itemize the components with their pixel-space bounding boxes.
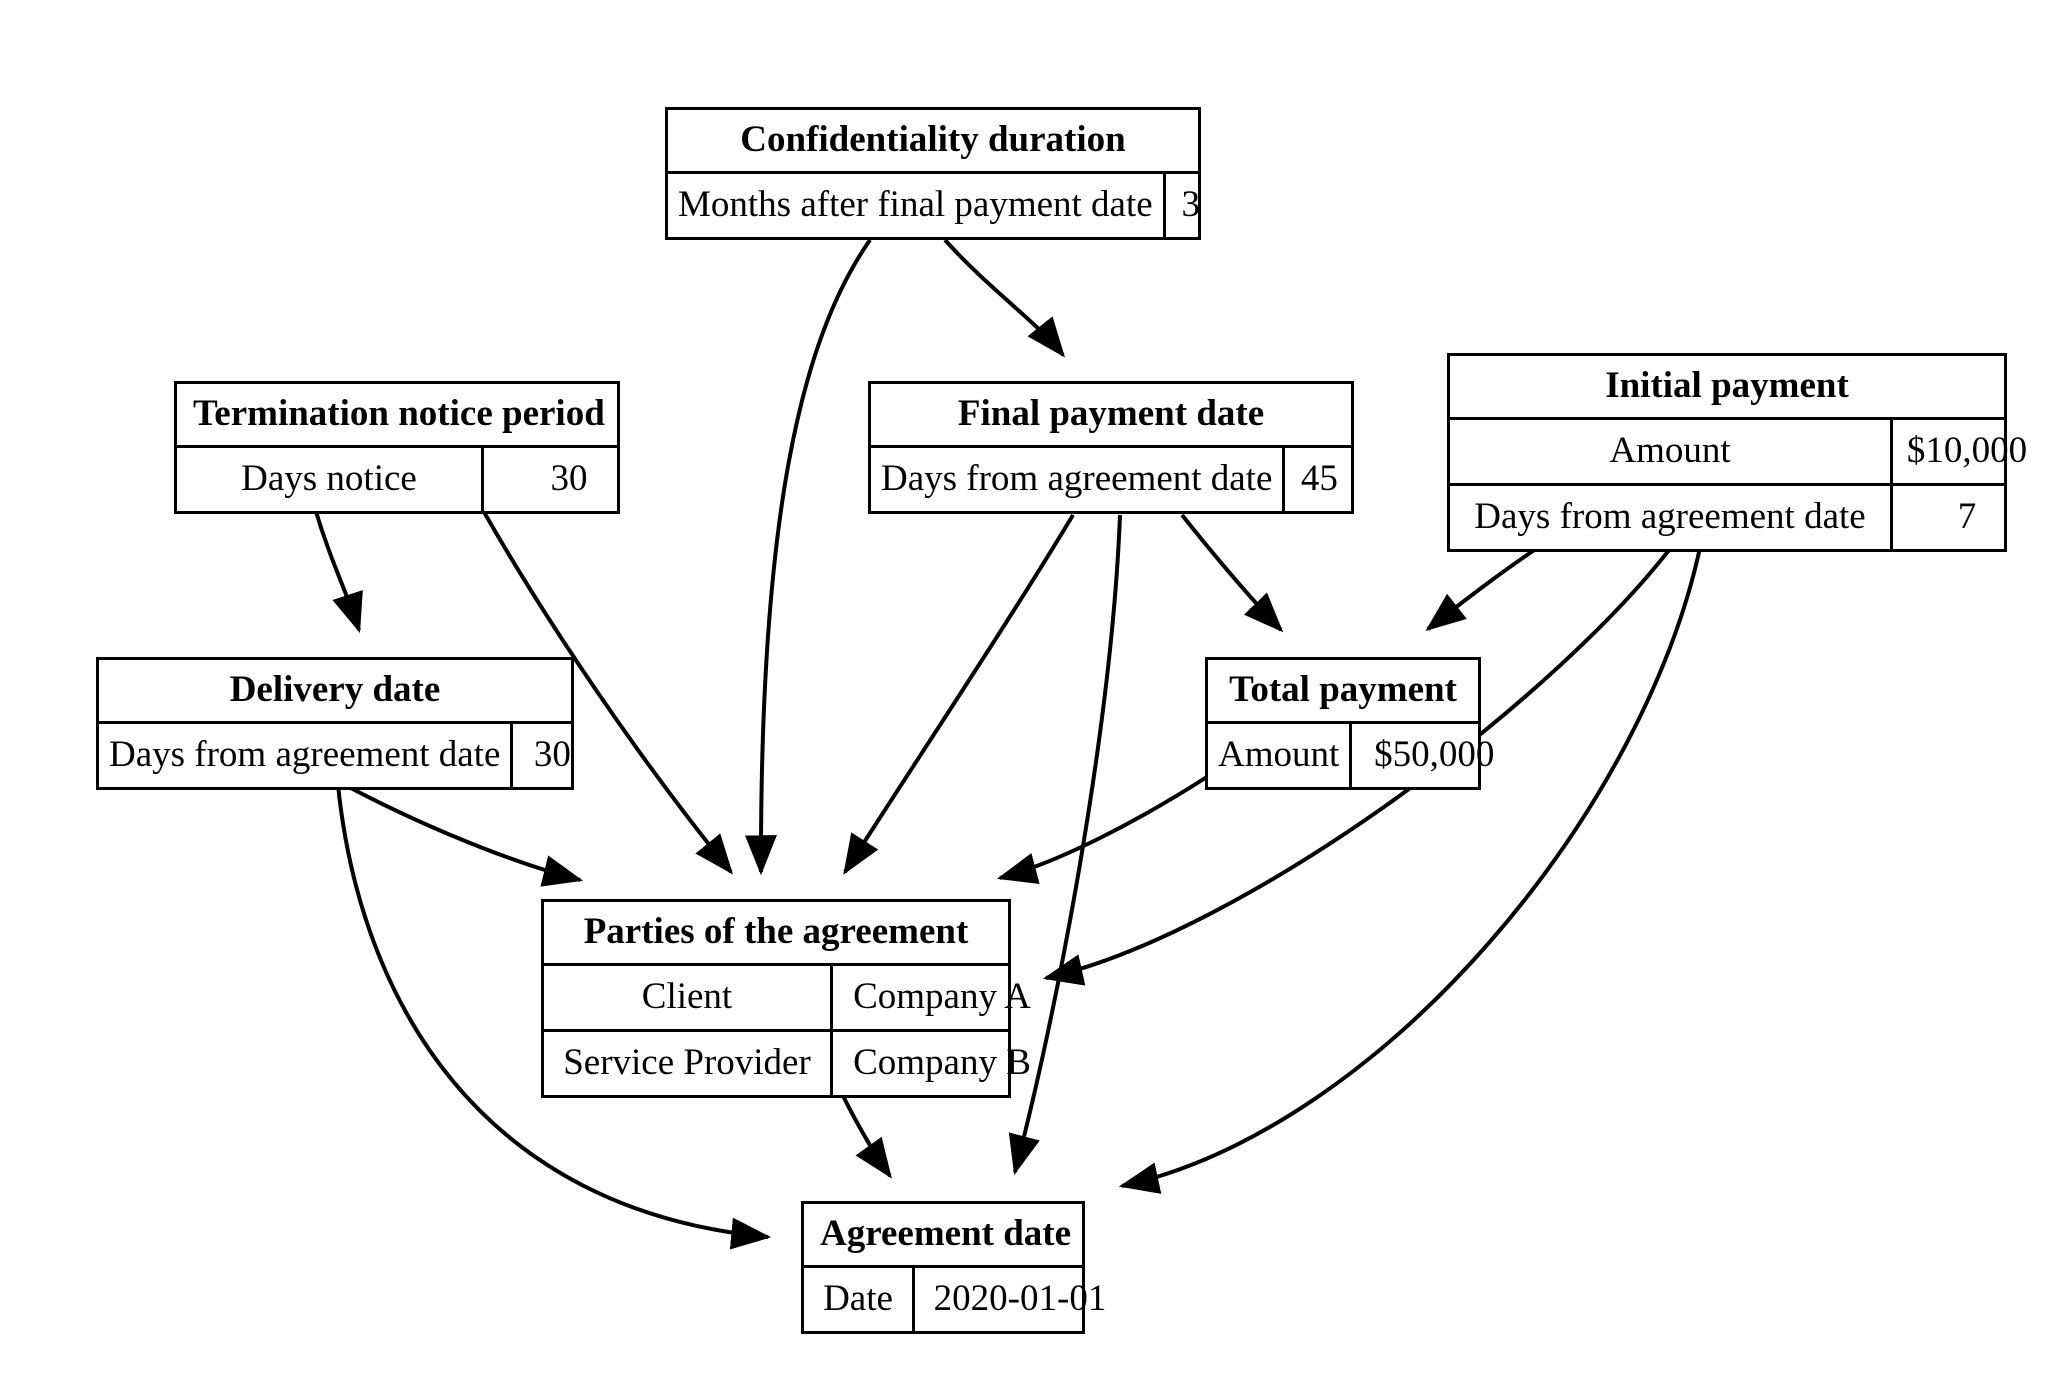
- edge-confidentiality-duration-final-payment-date: [943, 238, 1065, 358]
- node-confidentiality-duration[interactable]: Confidentiality duration Months after fi…: [665, 107, 1201, 240]
- node-row: Amount $50,000: [1208, 724, 1494, 787]
- node-title: Total payment: [1208, 660, 1478, 724]
- node-delivery-date[interactable]: Delivery date Days from agreement date 3…: [96, 657, 574, 790]
- row-value: $10,000: [1906, 430, 2028, 471]
- node-row: Months after final payment date 3: [668, 174, 1200, 237]
- node-rows: Days notice 30: [177, 448, 617, 511]
- node-rows: Amount $50,000: [1208, 724, 1494, 787]
- edge-final-payment-date-total-payment: [1180, 513, 1284, 633]
- row-value: $50,000: [1374, 734, 1495, 775]
- row-value: 7: [1957, 496, 1977, 537]
- row-key: Client: [544, 966, 833, 1029]
- row-key: Service Provider: [544, 1032, 833, 1095]
- edge-delivery-date-parties-of-the-agreement: [344, 783, 584, 887]
- node-rows: Days from agreement date 45: [871, 448, 1351, 511]
- row-value: 3: [1181, 184, 1200, 225]
- node-agreement-date[interactable]: Agreement date Date 2020-01-01: [801, 1201, 1106, 1334]
- edge-total-payment-parties-of-the-agreement: [996, 773, 1212, 884]
- node-rows: Amount $10,000 Days from agreement date …: [1450, 420, 2027, 549]
- row-value: 30: [533, 734, 571, 775]
- edge-parties-of-the-agreement-agreement-date: [838, 1089, 892, 1179]
- node-rows: Date 2020-01-01: [804, 1268, 1106, 1331]
- node-title: Confidentiality duration: [668, 110, 1198, 174]
- node-row: Days notice 30: [177, 448, 617, 511]
- row-value: Company B: [853, 1042, 1031, 1083]
- row-key: Days from agreement date: [99, 724, 514, 787]
- row-value: 30: [550, 458, 588, 499]
- node-row: Date 2020-01-01: [804, 1268, 1106, 1331]
- row-value: Company A: [853, 976, 1031, 1017]
- node-row: Days from agreement date 45: [871, 448, 1351, 511]
- node-row: Client Company A: [544, 966, 1031, 1032]
- edge-initial-payment-agreement-date: [1118, 532, 1705, 1194]
- node-title: Agreement date: [804, 1204, 1082, 1268]
- node-title: Final payment date: [871, 384, 1351, 448]
- edge-termination-notice-period-delivery-date: [312, 504, 363, 634]
- row-key: Date: [804, 1268, 915, 1331]
- node-initial-payment[interactable]: Initial payment Amount $10,000 Days from…: [1447, 353, 2027, 552]
- node-total-payment[interactable]: Total payment Amount $50,000: [1205, 657, 1494, 790]
- node-title: Initial payment: [1450, 356, 2004, 420]
- node-title: Parties of the agreement: [544, 902, 1008, 966]
- node-rows: Client Company A Service Provider Compan…: [544, 966, 1031, 1095]
- row-key: Months after final payment date: [668, 174, 1166, 237]
- edge-confidentiality-duration-parties-of-the-agreement: [744, 238, 872, 876]
- row-key: Amount: [1208, 724, 1353, 787]
- node-parties-of-the-agreement[interactable]: Parties of the agreement Client Company …: [541, 899, 1031, 1098]
- node-row: Days from agreement date 30: [99, 724, 571, 787]
- node-title: Termination notice period: [177, 384, 617, 448]
- edge-final-payment-date-parties-of-the-agreement: [843, 513, 1075, 875]
- node-title: Delivery date: [99, 660, 571, 724]
- node-row: Service Provider Company B: [544, 1032, 1031, 1095]
- row-key: Amount: [1450, 420, 1893, 483]
- row-value: 45: [1300, 458, 1338, 499]
- row-key: Days from agreement date: [871, 448, 1286, 511]
- node-termination-notice-period[interactable]: Termination notice period Days notice 30: [174, 381, 620, 514]
- row-value: 2020-01-01: [933, 1278, 1107, 1319]
- node-final-payment-date[interactable]: Final payment date Days from agreement d…: [868, 381, 1354, 514]
- row-key: Days notice: [177, 448, 484, 511]
- node-rows: Days from agreement date 30: [99, 724, 571, 787]
- row-key: Days from agreement date: [1450, 486, 1893, 549]
- node-rows: Months after final payment date 3: [668, 174, 1200, 237]
- node-row: Amount $10,000: [1450, 420, 2027, 486]
- node-row: Days from agreement date 7: [1450, 486, 2004, 549]
